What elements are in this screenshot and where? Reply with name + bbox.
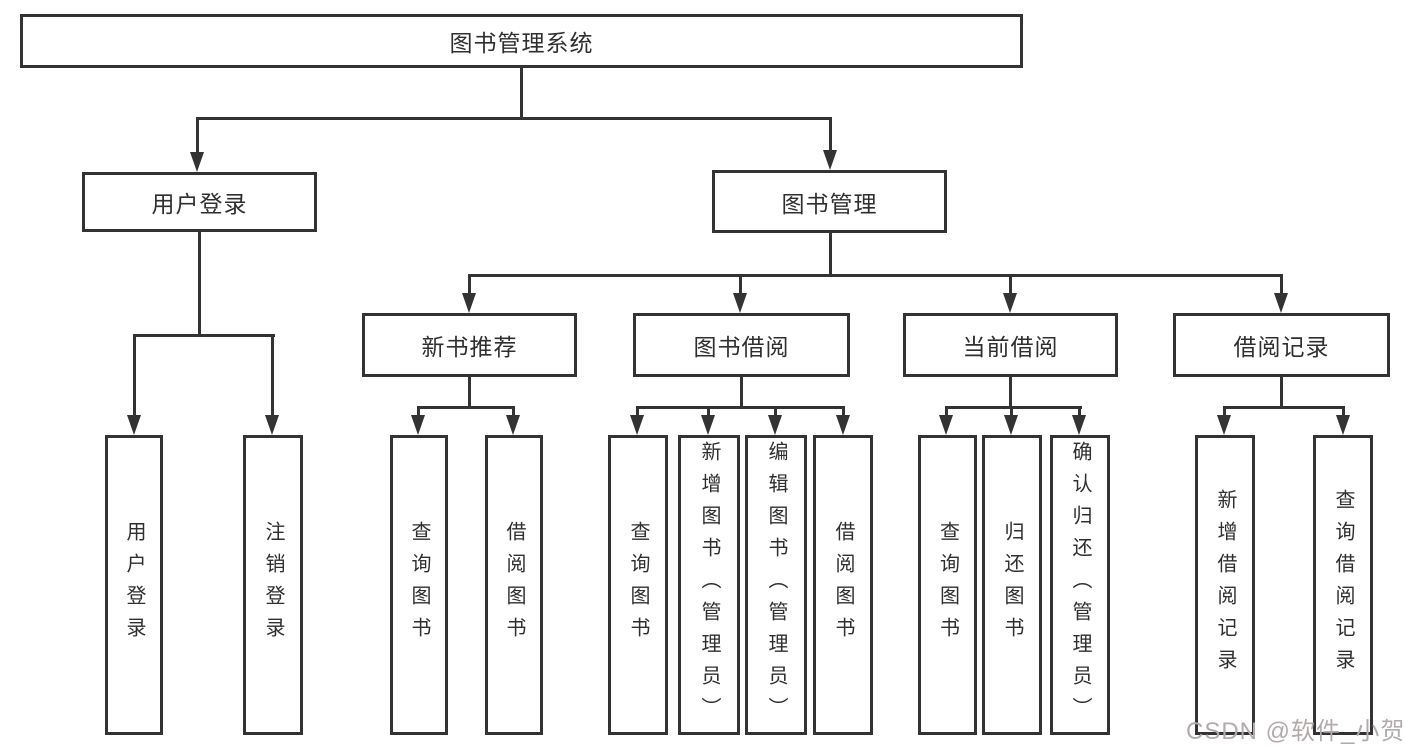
node-current-borrow: 当前借阅: [903, 313, 1118, 377]
tree-connector: [512, 407, 515, 416]
leaf-add-borrow-record-label: 新增借阅记录: [1214, 489, 1236, 681]
arrowhead: [127, 415, 141, 435]
arrowhead: [733, 293, 747, 313]
tree-connector: [1280, 275, 1283, 295]
node-new-book-recommend-label: 新书推荐: [421, 334, 518, 360]
leaf-borrow-books-2-label: 借阅图书: [832, 521, 854, 649]
leaf-user-login-label: 用户登录: [123, 521, 145, 649]
tree-connector: [1010, 407, 1013, 416]
leaf-return-books-label: 归还图书: [1001, 521, 1023, 649]
node-new-book-recommend: 新书推荐: [362, 313, 577, 377]
leaf-query-books-1: 查询图书: [390, 435, 448, 735]
node-user-login: 用户登录: [82, 172, 317, 232]
leaf-logout-label: 注销登录: [262, 521, 284, 649]
arrowhead: [701, 415, 715, 435]
tree-connector: [1342, 407, 1345, 416]
tree-connector: [774, 407, 777, 416]
tree-connector: [1223, 407, 1226, 416]
leaf-user-login: 用户登录: [105, 435, 163, 735]
leaf-query-borrow-record: 查询借阅记录: [1313, 435, 1373, 735]
leaf-query-books-3-label: 查询图书: [936, 521, 959, 649]
arrowhead: [1274, 293, 1288, 313]
node-book-borrow-label: 图书借阅: [693, 334, 790, 360]
tree-connector: [198, 232, 201, 336]
leaf-logout: 注销登录: [243, 435, 303, 735]
tree-connector: [271, 335, 274, 416]
arrowhead: [1336, 415, 1350, 435]
leaf-add-books-admin: 新增图书（管理员）: [678, 435, 740, 735]
tree-connector: [636, 406, 845, 409]
leaf-query-books-3: 查询图书: [918, 435, 977, 735]
tree-connector: [520, 68, 523, 118]
tree-connector: [133, 335, 136, 416]
tree-connector: [842, 407, 845, 416]
arrowhead: [506, 415, 520, 435]
arrowhead: [939, 415, 953, 435]
node-book-management-label: 图书管理: [781, 190, 878, 217]
arrowhead: [1003, 293, 1017, 313]
arrowhead: [836, 415, 850, 435]
node-book-management: 图书管理: [712, 170, 947, 233]
tree-connector: [1078, 407, 1081, 416]
tree-connector: [417, 406, 515, 409]
leaf-edit-books-admin-label: 编辑图书（管理员）: [765, 441, 787, 729]
tree-connector: [945, 406, 1082, 409]
leaf-borrow-books-2: 借阅图书: [813, 435, 873, 735]
tree-connector: [133, 334, 275, 337]
leaf-add-borrow-record: 新增借阅记录: [1195, 435, 1255, 735]
tree-connector: [1280, 377, 1283, 408]
tree-connector: [468, 275, 471, 295]
arrowhead: [1072, 415, 1086, 435]
tree-connector: [468, 377, 471, 408]
leaf-borrow-books-1: 借阅图书: [485, 435, 543, 735]
tree-connector: [740, 377, 743, 408]
node-user-login-label: 用户登录: [151, 191, 248, 217]
arrowhead: [1217, 415, 1231, 435]
tree-connector: [1223, 406, 1345, 409]
tree-connector: [739, 275, 742, 295]
csdn-watermark: CSDN @软件_小贺同学: [1186, 718, 1405, 745]
tree-connector: [829, 233, 832, 277]
arrowhead: [462, 293, 476, 313]
tree-connector: [1009, 275, 1012, 295]
leaf-edit-books-admin: 编辑图书（管理员）: [745, 435, 807, 735]
node-book-borrow: 图书借阅: [633, 313, 850, 377]
tree-connector: [945, 407, 948, 416]
leaf-confirm-return-admin: 确认归还（管理员）: [1050, 435, 1110, 735]
node-root: 图书管理系统: [20, 14, 1023, 68]
leaf-confirm-return-admin-label: 确认归还（管理员）: [1069, 441, 1091, 729]
leaf-query-books-2: 查询图书: [608, 435, 668, 735]
tree-connector: [468, 274, 1283, 277]
arrowhead: [411, 415, 425, 435]
arrowhead: [768, 415, 782, 435]
node-current-borrow-label: 当前借阅: [962, 334, 1059, 360]
arrowhead: [630, 415, 644, 435]
leaf-query-books-1-label: 查询图书: [408, 521, 430, 649]
tree-connector: [636, 407, 639, 416]
leaf-query-books-2-label: 查询图书: [627, 521, 649, 649]
node-borrow-records: 借阅记录: [1173, 313, 1390, 377]
arrowhead: [823, 150, 837, 170]
tree-connector: [196, 117, 832, 120]
arrowhead: [190, 152, 204, 172]
node-root-label: 图书管理系统: [449, 30, 594, 56]
arrowhead: [265, 415, 279, 435]
arrowhead: [1004, 415, 1018, 435]
node-borrow-records-label: 借阅记录: [1233, 334, 1330, 360]
leaf-query-borrow-record-label: 查询借阅记录: [1332, 489, 1354, 681]
tree-connector: [707, 407, 710, 416]
tree-connector: [829, 118, 832, 152]
tree-connector: [196, 118, 199, 154]
tree-connector: [1009, 377, 1012, 408]
leaf-add-books-admin-label: 新增图书（管理员）: [698, 441, 720, 729]
leaf-borrow-books-1-label: 借阅图书: [503, 521, 525, 649]
tree-connector: [417, 407, 420, 416]
leaf-return-books: 归还图书: [982, 435, 1042, 735]
